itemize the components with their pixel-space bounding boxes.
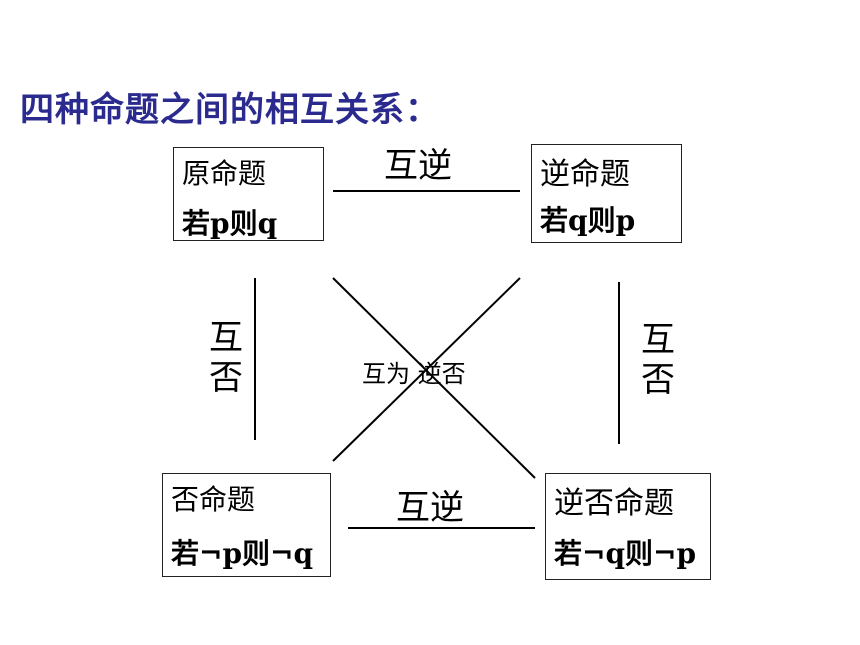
top-relation-label: 互逆 — [384, 146, 452, 186]
converse-proposition-form: 若q则p — [540, 204, 636, 237]
page-title: 四种命题之间的相互关系： — [20, 90, 440, 130]
diagonal-line-2 — [332, 277, 521, 462]
right-relation-label: 互否 — [641, 320, 675, 400]
original-proposition-form: 若p则q — [182, 207, 278, 240]
inverse-proposition-name: 否命题 — [171, 483, 256, 516]
center-relation-label: 互为 逆否 — [362, 360, 466, 388]
inverse-proposition-box: 否命题 若¬p则¬q — [162, 473, 331, 577]
original-proposition-box: 原命题 若p则q — [173, 147, 324, 241]
inverse-proposition-form: 若¬p则¬q — [171, 537, 314, 570]
contrapositive-proposition-box: 逆否命题 若¬q则¬p — [545, 473, 711, 580]
converse-proposition-box: 逆命题 若q则p — [531, 144, 682, 243]
converse-proposition-name: 逆命题 — [540, 157, 630, 192]
bottom-relation-label: 互逆 — [396, 488, 464, 528]
contrapositive-proposition-form: 若¬q则¬p — [554, 537, 697, 570]
original-proposition-name: 原命题 — [182, 157, 267, 190]
diagonal-line-1 — [332, 277, 536, 479]
left-relation-label: 互否 — [209, 318, 243, 398]
contrapositive-proposition-name: 逆否命题 — [554, 486, 674, 521]
